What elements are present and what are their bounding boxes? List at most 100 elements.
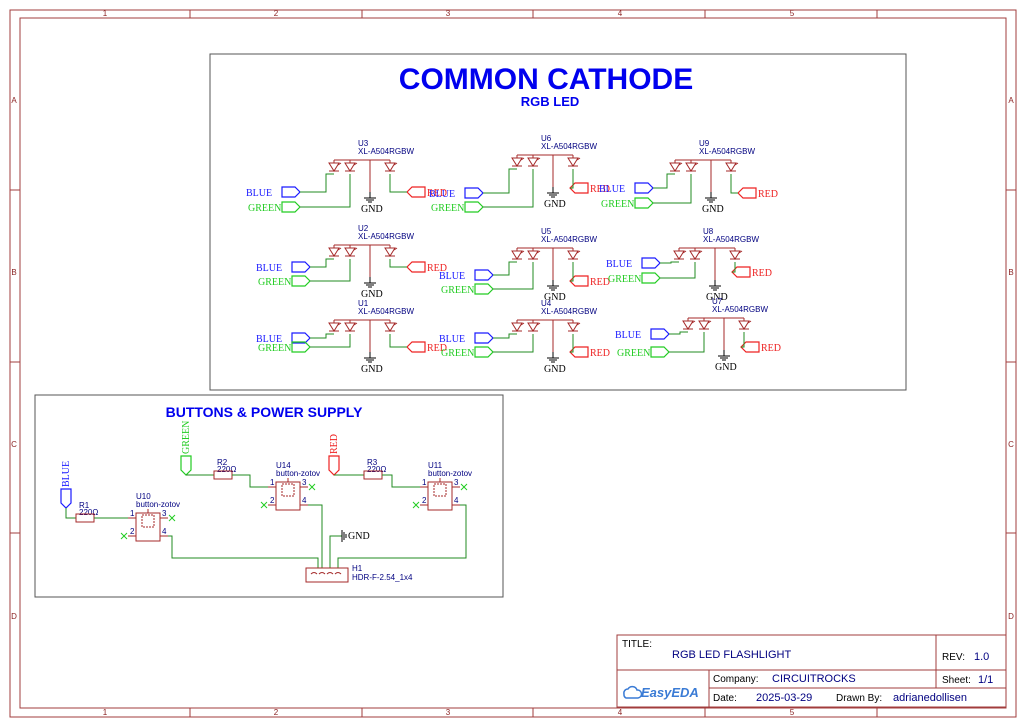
led-diode xyxy=(384,162,398,172)
led-gnd: GND xyxy=(544,187,566,210)
led-flag-green xyxy=(650,346,670,358)
led-diode-ray xyxy=(393,247,398,251)
led-flag-red xyxy=(569,346,589,358)
easyeda-logo: EasyEDA xyxy=(623,685,699,700)
led-wire-red xyxy=(570,169,574,189)
resistor-r1-ref: R1 xyxy=(79,501,90,510)
led-diode-ray xyxy=(520,250,525,254)
led-flag-green xyxy=(291,275,311,287)
led-net-green: GREEN xyxy=(617,348,650,359)
led-flag-red xyxy=(740,341,760,353)
led-diode xyxy=(328,162,342,172)
led-diode-ray xyxy=(738,250,743,254)
led-wire-red xyxy=(570,334,574,353)
led-diode-ray xyxy=(536,250,541,254)
led-gnd: GND xyxy=(544,280,566,303)
resistor-r3-value: 220Ω xyxy=(367,465,386,474)
row-label-a: A xyxy=(11,96,17,105)
resistor-r1-value: 220Ω xyxy=(79,508,98,517)
header-pin-4 xyxy=(334,572,342,575)
led-diode xyxy=(567,157,581,167)
button-u14-actuator xyxy=(281,483,295,497)
led-ref-u2: U2 xyxy=(358,224,369,233)
led-diode-ray xyxy=(682,250,687,254)
button-u14-pin1-label: 1 xyxy=(270,478,275,487)
led-wire-blue xyxy=(310,258,334,268)
row-label-d-right: D xyxy=(1008,612,1014,621)
easyeda-logo-text: EasyEDA xyxy=(641,685,699,700)
wire-r3-u11 xyxy=(382,474,420,488)
net-flag-green: GREEN xyxy=(180,421,192,476)
led-diode-ray xyxy=(536,322,541,326)
button-u11-ref: U11 xyxy=(428,461,443,470)
led-gnd: GND xyxy=(361,277,383,300)
header-part: HDR-F-2.54_1x4 xyxy=(352,573,413,582)
row-label-b: B xyxy=(11,268,16,277)
led-diode-triangle xyxy=(511,157,523,167)
wire-r2-u14 xyxy=(232,474,268,488)
row-label-d: D xyxy=(11,612,17,621)
led-flag-red xyxy=(406,186,426,198)
net-flag-blue: BLUE xyxy=(60,461,72,509)
led-diode xyxy=(384,247,398,257)
led-ref-u9: U9 xyxy=(699,139,710,148)
led-diode-ray xyxy=(576,322,581,326)
led-diode xyxy=(527,322,541,332)
led-diode-triangle xyxy=(725,162,737,172)
led-section-title: COMMON CATHODE xyxy=(399,63,693,96)
wire-u14-h1 xyxy=(308,504,323,568)
col-label-1-bottom: 1 xyxy=(103,708,108,717)
led-net-green: GREEN xyxy=(441,348,474,359)
led-diode-triangle xyxy=(729,250,741,260)
button-u10-pin3-label: 3 xyxy=(162,509,167,518)
led-net-blue: BLUE xyxy=(606,259,632,270)
led-gnd-label: GND xyxy=(361,289,383,300)
led-diode-triangle xyxy=(567,250,579,260)
drawn-by-label: Drawn By: xyxy=(836,693,882,704)
led-flag-red xyxy=(406,261,426,273)
led-part-u2: XL-A504RGBW xyxy=(358,232,414,241)
led-net-red: RED xyxy=(427,188,447,199)
col-label-3-bottom: 3 xyxy=(446,708,451,717)
led-diode xyxy=(511,157,525,167)
led-flag-green xyxy=(464,201,484,213)
led-net-red: RED xyxy=(590,184,610,195)
row-label-c: C xyxy=(11,440,17,449)
header-pin-1 xyxy=(310,572,318,575)
led-ref-u4: U4 xyxy=(541,299,552,308)
led-diode-ray xyxy=(353,322,358,326)
led-gnd: GND xyxy=(706,280,728,303)
led-net-red: RED xyxy=(427,343,447,354)
led-flag-red xyxy=(569,275,589,287)
button-u14-pin4-label: 4 xyxy=(302,496,307,505)
button-u10-pin1-label: 1 xyxy=(130,509,135,518)
led-part-u4: XL-A504RGBW xyxy=(541,307,597,316)
button-u11-pin1-label: 1 xyxy=(422,478,427,487)
wire-blue-r1 xyxy=(65,508,76,519)
led-wire-red xyxy=(732,262,736,273)
led-diode xyxy=(328,322,342,332)
col-label-4: 4 xyxy=(618,9,623,18)
header-body xyxy=(305,567,349,583)
led-part-u5: XL-A504RGBW xyxy=(541,235,597,244)
led-wire-red xyxy=(389,259,407,268)
led-diode-ray xyxy=(734,162,739,166)
led-diode-triangle xyxy=(527,157,539,167)
net-flag-red: RED xyxy=(328,434,340,476)
led-flag-green xyxy=(474,283,494,295)
led-wire-red xyxy=(741,332,745,348)
led-net-red: RED xyxy=(590,348,610,359)
led-wire-blue xyxy=(300,173,334,193)
led-diode xyxy=(344,322,358,332)
sheet-label: Sheet: xyxy=(942,675,971,686)
sheet-frame xyxy=(9,9,1017,718)
led-diode-triangle xyxy=(669,162,681,172)
led-flag-green xyxy=(281,201,301,213)
led-diode-triangle xyxy=(511,322,523,332)
led-diode-ray xyxy=(694,162,699,166)
led-flag-green xyxy=(634,197,654,209)
